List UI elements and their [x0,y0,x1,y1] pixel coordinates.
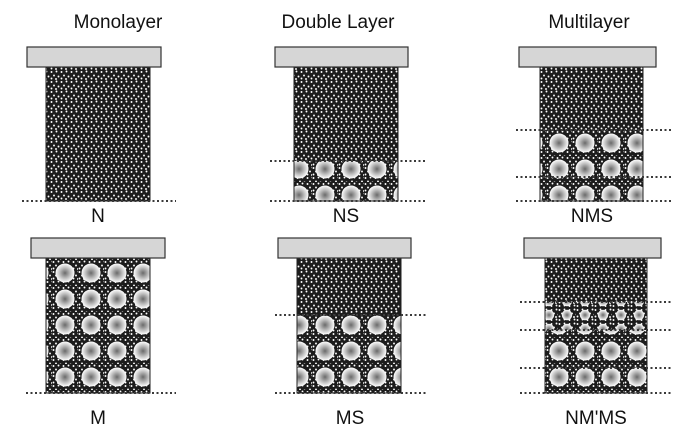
caption-ns: NS [332,206,360,227]
die-ms [277,237,412,259]
caption-ms: MS [335,408,365,429]
panel-nmms [520,237,672,394]
die-n [26,46,162,68]
die-nmms [523,237,662,259]
panel-n [22,46,176,202]
die-nms [518,46,657,68]
panel-m [26,237,176,394]
layer-nmms-3 [545,330,647,368]
heading-multilayer: Multilayer [548,12,630,33]
panel-ns [270,46,426,202]
layer-nmms-4 [545,368,647,393]
die-ns [274,46,409,68]
layer-n-1 [46,67,150,201]
layer-ns-1 [294,67,398,161]
layer-m-1 [46,258,150,393]
caption-nm-prime-ms: NM'MS [565,408,627,429]
layer-nms-1 [540,67,643,130]
layer-nmms-1 [545,258,647,302]
die-m [30,237,166,259]
layer-nmms-2 [545,302,647,330]
layer-nms-2 [540,130,643,177]
caption-n: N [91,206,105,227]
panel-nms [516,46,672,202]
layer-nms-3 [540,177,643,201]
panel-ms [275,237,428,394]
caption-m: M [90,408,106,429]
layer-ms-2 [297,315,401,393]
heading-monolayer: Monolayer [73,12,163,33]
layer-ns-2 [294,161,398,201]
heading-double-layer: Double Layer [281,12,395,33]
layer-ms-1 [297,258,401,315]
caption-nms: NMS [570,206,614,227]
